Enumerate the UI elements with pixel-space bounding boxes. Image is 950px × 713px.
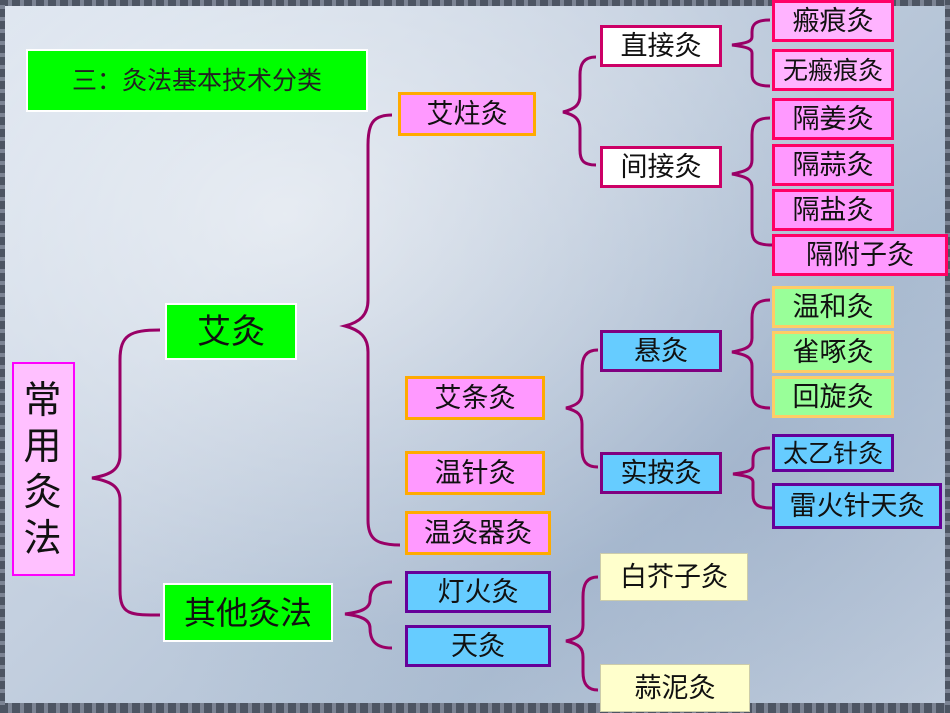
node-jianjie-jiu: 间接灸 [600,146,722,188]
node-wenhe-jiu: 温和灸 [772,286,894,328]
slide-title: 三：灸法基本技术分类 [26,49,368,112]
node-baijiezi-jiu: 白芥子灸 [600,553,748,601]
node-banhen-jiu: 瘢痕灸 [772,0,894,42]
node-zhijie-jiu: 直接灸 [600,25,722,67]
brace-other [344,580,393,650]
node-denghuo-jiu: 灯火灸 [405,571,551,613]
brace-aitiao [565,348,599,469]
node-tian-jiu: 天灸 [405,625,551,667]
brace-root [91,328,161,617]
node-aitiao-jiu: 艾条灸 [405,376,545,420]
node-wenzhen-jiu: 温针灸 [405,451,545,495]
node-ai-jiu: 艾灸 [165,303,297,360]
left-border [0,0,5,713]
node-geyan-jiu: 隔盐灸 [772,189,894,231]
brace-ai [339,113,401,547]
root-node-changyong-jiufa: 常 用 灸 法 [12,362,75,576]
node-wenjiuqi-jiu: 温灸器灸 [405,511,551,555]
brace-xuan [731,298,771,410]
top-border [0,0,950,6]
node-wubanhen-jiu: 无瘢痕灸 [772,49,894,91]
brace-zhijie [731,18,771,88]
node-gefuzi-jiu: 隔附子灸 [772,234,948,276]
brace-tian [565,575,599,692]
root-char: 用 [23,424,64,468]
root-char: 常 [23,378,64,422]
node-gesuan-jiu: 隔蒜灸 [772,144,894,186]
brace-aizhu [562,55,597,167]
node-other-jiufa: 其他灸法 [163,583,333,642]
right-border [945,0,950,713]
node-suanni-jiu: 蒜泥灸 [600,664,750,712]
node-aizhu-jiu: 艾炷灸 [398,92,536,136]
brace-shian [732,446,773,510]
root-char: 灸 [23,470,64,514]
bottom-border [0,703,950,713]
node-quezhuo-jiu: 雀啄灸 [772,331,894,373]
node-shian-jiu: 实按灸 [600,452,722,494]
root-char: 法 [23,516,64,560]
node-taiyi-zhenjiu: 太乙针灸 [772,434,894,472]
node-gejiang-jiu: 隔姜灸 [772,98,894,140]
node-huixuan-jiu: 回旋灸 [772,376,894,418]
brace-jianjie [731,116,773,247]
node-xuan-jiu: 悬灸 [600,330,722,372]
node-leihuo-zhentianjiu: 雷火针天灸 [772,483,942,529]
